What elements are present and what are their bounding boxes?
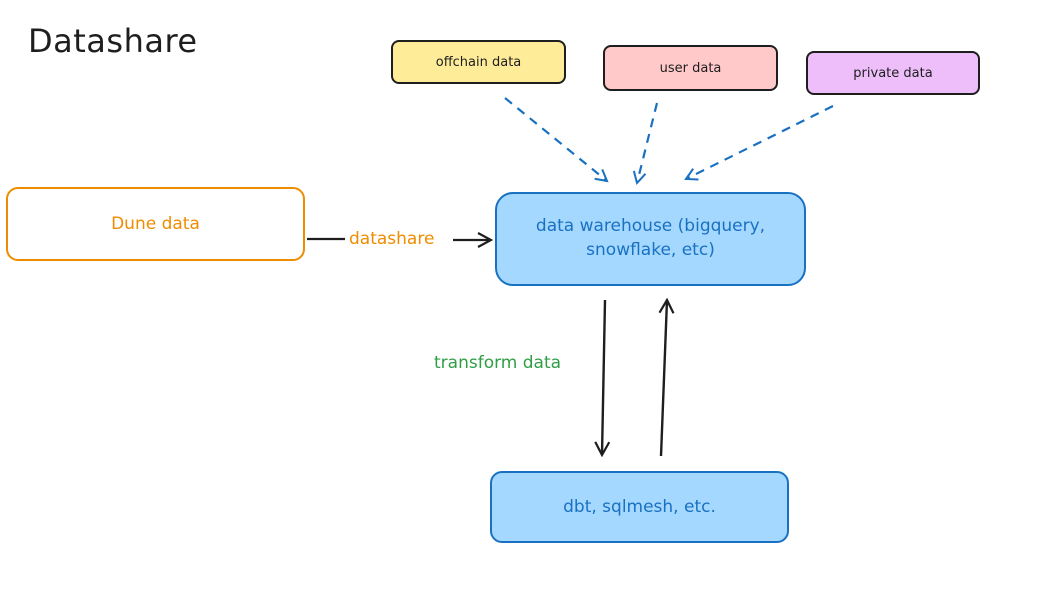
arrow-user-to-warehouse	[637, 102, 659, 183]
node-offchain-data-label: offchain data	[435, 54, 522, 70]
node-data-warehouse-label: data warehouse (bigquery, snowflake, etc…	[535, 216, 766, 260]
node-user-data[interactable]: user data	[603, 45, 778, 91]
node-private-data[interactable]: private data	[806, 51, 980, 95]
edge-label-transform-data: transform data	[434, 353, 562, 373]
arrow-dbt-to-warehouse	[661, 300, 667, 457]
arrow-warehouse-to-dbt	[602, 299, 605, 455]
node-dune-data[interactable]: Dune data	[6, 187, 305, 261]
node-dune-data-label: Dune data	[111, 214, 200, 234]
node-dbt-sqlmesh[interactable]: dbt, sqlmesh, etc.	[490, 471, 789, 543]
node-user-data-label: user data	[659, 60, 722, 76]
node-private-data-label: private data	[853, 65, 933, 81]
node-offchain-data[interactable]: offchain data	[391, 40, 566, 84]
arrow-offchain-to-warehouse	[504, 97, 607, 181]
node-dbt-sqlmesh-label: dbt, sqlmesh, etc.	[563, 497, 716, 517]
diagram-title: Datashare	[28, 22, 198, 60]
edge-label-datashare: datashare	[349, 229, 435, 249]
arrow-private-to-warehouse	[686, 105, 834, 179]
node-data-warehouse[interactable]: data warehouse (bigquery, snowflake, etc…	[495, 192, 806, 286]
